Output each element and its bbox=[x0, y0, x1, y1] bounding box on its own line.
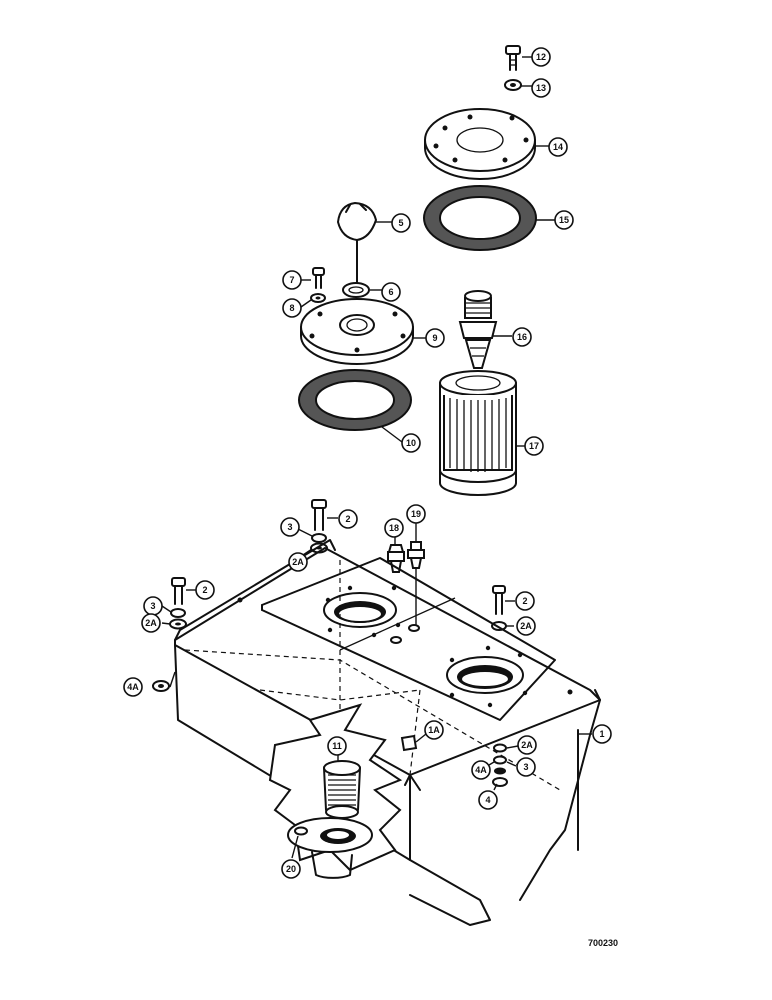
callout-2A-top: 2A bbox=[288, 552, 308, 572]
callout-18: 18 bbox=[384, 518, 404, 538]
callout-13: 13 bbox=[531, 78, 551, 98]
washer-3-left bbox=[170, 608, 186, 618]
svg-text:2A: 2A bbox=[520, 621, 532, 631]
callout-6: 6 bbox=[381, 282, 401, 302]
svg-text:18: 18 bbox=[389, 523, 399, 533]
svg-text:1: 1 bbox=[599, 729, 604, 739]
svg-text:7: 7 bbox=[289, 275, 294, 285]
callout-9: 9 bbox=[425, 328, 445, 348]
fitting-19 bbox=[407, 541, 425, 569]
callout-17: 17 bbox=[524, 436, 544, 456]
nut-4A-left bbox=[152, 680, 170, 692]
callout-3-top: 3 bbox=[280, 517, 300, 537]
svg-text:2: 2 bbox=[202, 585, 207, 595]
callout-1A: 1A bbox=[424, 720, 444, 740]
callout-4A-left: 4A bbox=[123, 677, 143, 697]
svg-text:2: 2 bbox=[522, 596, 527, 606]
svg-text:8: 8 bbox=[289, 303, 294, 313]
svg-text:2: 2 bbox=[345, 514, 350, 524]
callout-2A-right: 2A bbox=[516, 616, 536, 636]
callout-8: 8 bbox=[282, 298, 302, 318]
svg-text:3: 3 bbox=[523, 762, 528, 772]
callout-14: 14 bbox=[548, 137, 568, 157]
callout-2-top: 2 bbox=[338, 509, 358, 529]
callout-2A-right-lower: 2A bbox=[517, 735, 537, 755]
cap-screw-12 bbox=[505, 45, 521, 71]
drawing-id: 700230 bbox=[588, 938, 618, 948]
callout-20: 20 bbox=[281, 859, 301, 879]
filler-cover-9 bbox=[300, 298, 414, 365]
filter-element-17 bbox=[439, 370, 517, 496]
callout-3-right: 3 bbox=[516, 757, 536, 777]
svg-text:2A: 2A bbox=[521, 740, 533, 750]
hydraulic-tank-1 bbox=[174, 539, 601, 926]
callout-2A-left: 2A bbox=[141, 613, 161, 633]
right-hardware-stack bbox=[492, 743, 508, 787]
callout-2-left: 2 bbox=[195, 580, 215, 600]
cap-screw-2-top bbox=[311, 499, 327, 531]
svg-text:4A: 4A bbox=[127, 682, 139, 692]
svg-text:2A: 2A bbox=[145, 618, 157, 628]
svg-text:4A: 4A bbox=[475, 765, 487, 775]
callout-12: 12 bbox=[531, 47, 551, 67]
strainer-11 bbox=[323, 760, 361, 819]
callout-3-left: 3 bbox=[143, 596, 163, 616]
callout-1: 1 bbox=[592, 724, 612, 744]
svg-text:11: 11 bbox=[332, 741, 342, 751]
callout-16: 16 bbox=[512, 327, 532, 347]
callout-4A-right: 4A bbox=[471, 760, 491, 780]
svg-text:9: 9 bbox=[432, 333, 437, 343]
cap-screw-2-left bbox=[171, 577, 186, 605]
svg-text:1A: 1A bbox=[428, 725, 440, 735]
svg-text:12: 12 bbox=[536, 52, 546, 62]
leader-lines bbox=[161, 56, 592, 859]
gasket-10 bbox=[298, 369, 412, 431]
svg-text:16: 16 bbox=[517, 332, 527, 342]
svg-text:17: 17 bbox=[529, 441, 539, 451]
washer-2A-left bbox=[169, 618, 187, 630]
cap-screw-2-right bbox=[492, 585, 506, 615]
gasket-15 bbox=[423, 185, 537, 251]
callout-7: 7 bbox=[282, 270, 302, 290]
callout-4: 4 bbox=[478, 790, 498, 810]
cap-screw-7 bbox=[312, 267, 325, 289]
relief-valve-16 bbox=[458, 290, 498, 369]
svg-text:15: 15 bbox=[559, 215, 569, 225]
callout-5: 5 bbox=[391, 213, 411, 233]
svg-text:6: 6 bbox=[388, 287, 393, 297]
callout-15: 15 bbox=[554, 210, 574, 230]
svg-text:4: 4 bbox=[485, 795, 490, 805]
callout-2-right: 2 bbox=[515, 591, 535, 611]
svg-text:10: 10 bbox=[406, 438, 416, 448]
o-ring-6 bbox=[342, 282, 370, 298]
lock-washer-8 bbox=[310, 293, 326, 303]
svg-text:14: 14 bbox=[553, 142, 563, 152]
filter-cover-14 bbox=[424, 108, 536, 180]
filler-cap-dipstick-5 bbox=[336, 201, 378, 285]
callout-11: 11 bbox=[327, 736, 347, 756]
washer-2A-right bbox=[491, 621, 507, 631]
svg-text:5: 5 bbox=[398, 218, 403, 228]
svg-text:3: 3 bbox=[150, 601, 155, 611]
svg-text:19: 19 bbox=[411, 509, 421, 519]
svg-text:13: 13 bbox=[536, 83, 546, 93]
callout-10: 10 bbox=[401, 433, 421, 453]
svg-text:3: 3 bbox=[287, 522, 292, 532]
washer-3-top bbox=[311, 533, 327, 543]
svg-text:2A: 2A bbox=[292, 557, 304, 567]
svg-text:20: 20 bbox=[286, 864, 296, 874]
callout-19: 19 bbox=[406, 504, 426, 524]
lock-washer-13 bbox=[504, 79, 522, 91]
